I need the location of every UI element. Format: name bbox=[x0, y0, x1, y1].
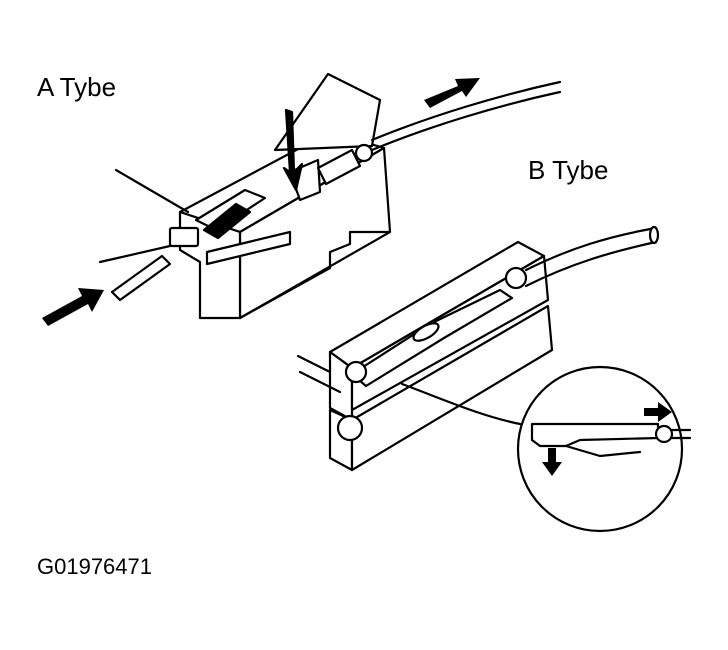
connector-b-type bbox=[296, 225, 660, 472]
arrow-in-icon bbox=[42, 288, 104, 326]
label-a-type: A Tybe bbox=[37, 72, 117, 102]
arrow-out-icon bbox=[424, 78, 480, 108]
connector-a-type bbox=[98, 72, 562, 320]
arrow-right-icon bbox=[644, 402, 672, 422]
figure-code: G01976471 bbox=[37, 554, 152, 579]
detail-inset bbox=[516, 365, 692, 533]
label-b-type: B Tybe bbox=[528, 155, 609, 185]
arrow-down-icon bbox=[542, 448, 562, 476]
